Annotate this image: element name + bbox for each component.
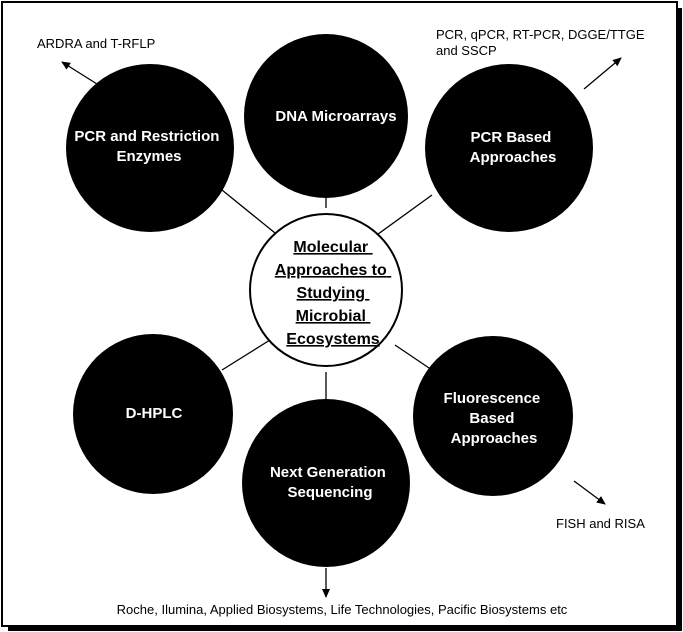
- note-ardra-line: ARDRA and T-RFLP: [37, 36, 155, 51]
- node-dna-microarrays: [244, 34, 408, 198]
- node-dhplc: [73, 334, 233, 494]
- node-center: [249, 213, 403, 367]
- label-ngs: Next Generation Sequencing: [270, 464, 390, 501]
- arrow-to-pcr-methods: [583, 57, 622, 90]
- label-pcr-restriction-line: Enzymes: [116, 148, 181, 165]
- node-fluorescence: [413, 336, 573, 496]
- note-pcr-methods: PCR, qPCR, RT-PCR, DGGE/TTGE and SSCP: [436, 27, 648, 58]
- center-title-line: Microbial: [296, 308, 366, 325]
- center-title-line: Ecosystems: [286, 331, 379, 348]
- label-fluorescence-line: Fluorescence: [444, 390, 541, 407]
- connector-pcr-restriction: [221, 189, 281, 238]
- node-ngs: [242, 399, 410, 567]
- label-pcr-based: PCR Based Approaches: [470, 129, 557, 166]
- label-ngs-line: Sequencing: [287, 484, 372, 501]
- center-title-line: Approaches to: [275, 262, 387, 279]
- connector-fluorescence: [394, 344, 433, 371]
- arrow-to-ardra: [61, 61, 98, 85]
- label-fluorescence-line: Approaches: [451, 430, 538, 447]
- note-ardra: ARDRA and T-RFLP: [37, 36, 155, 51]
- label-dna-microarrays: DNA Microarrays: [275, 108, 396, 125]
- note-pcr-methods-line: and SSCP: [436, 43, 497, 58]
- label-ngs-line: Next Generation: [270, 464, 386, 481]
- label-pcr-based-line: PCR Based: [470, 129, 551, 146]
- label-fluorescence-line: Based: [469, 410, 514, 427]
- center-title-line: Studying: [297, 285, 365, 302]
- label-dhplc: D-HPLC: [126, 405, 183, 422]
- node-pcr-based: [425, 64, 593, 232]
- note-sequencing-platforms-line: Roche, Ilumina, Applied Biosystems, Life…: [117, 602, 568, 617]
- label-dhplc-line: D-HPLC: [126, 405, 183, 422]
- frame-shadow-bottom: [8, 625, 682, 631]
- label-pcr-restriction-line: PCR and Restriction: [74, 128, 219, 145]
- note-pcr-methods-line: PCR, qPCR, RT-PCR, DGGE/TTGE: [436, 27, 645, 42]
- note-fish: FISH and RISA: [556, 516, 645, 531]
- center-title: Molecular Approaches to Studying Microbi…: [275, 239, 391, 348]
- label-pcr-restriction: PCR and Restriction Enzymes: [74, 128, 223, 165]
- connector-dhplc: [221, 339, 271, 371]
- frame-shadow-right: [676, 8, 682, 628]
- label-dna-microarrays-line: DNA Microarrays: [275, 108, 396, 125]
- center-title-line: Molecular: [293, 239, 368, 256]
- label-fluorescence: Fluorescence Based Approaches: [444, 390, 545, 447]
- note-fish-line: FISH and RISA: [556, 516, 645, 531]
- label-pcr-based-line: Approaches: [470, 149, 557, 166]
- node-pcr-restriction: [66, 64, 234, 232]
- arrow-to-fish: [573, 480, 606, 505]
- connector-pcr-based: [373, 194, 433, 238]
- note-sequencing-platforms: Roche, Ilumina, Applied Biosystems, Life…: [117, 602, 568, 617]
